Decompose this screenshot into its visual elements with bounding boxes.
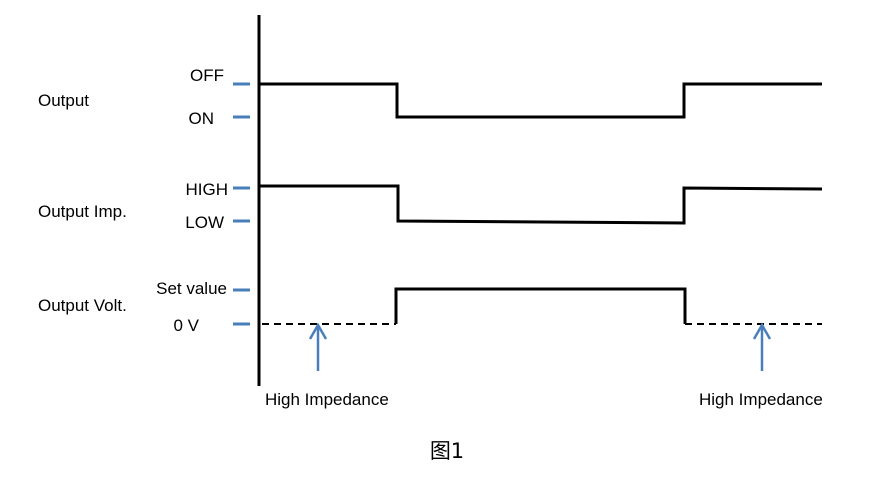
output-voltage-waveform (394, 287, 687, 324)
row-label-output-voltage: Output Volt. (38, 296, 127, 315)
high-impedance-label-right: High Impedance (699, 390, 823, 409)
high-impedance-label-left: High Impedance (265, 390, 389, 409)
level-ticks (233, 82, 250, 326)
level-label-low: LOW (185, 213, 224, 232)
level-label-on: ON (189, 109, 215, 128)
output-waveform (259, 82, 822, 119)
row-label-output: Output (38, 91, 89, 110)
level-label-off: OFF (190, 66, 224, 85)
row-label-output-impedance: Output Imp. (38, 202, 127, 221)
level-label-zero-volt: 0 V (173, 316, 199, 335)
up-arrow-icon (752, 322, 772, 371)
figure-caption: 图1 (430, 439, 464, 463)
level-label-high: HIGH (186, 180, 229, 199)
output-impedance-waveform (259, 184, 823, 225)
level-label-set-value: Set value (156, 279, 227, 298)
up-arrow-icon (308, 322, 328, 371)
